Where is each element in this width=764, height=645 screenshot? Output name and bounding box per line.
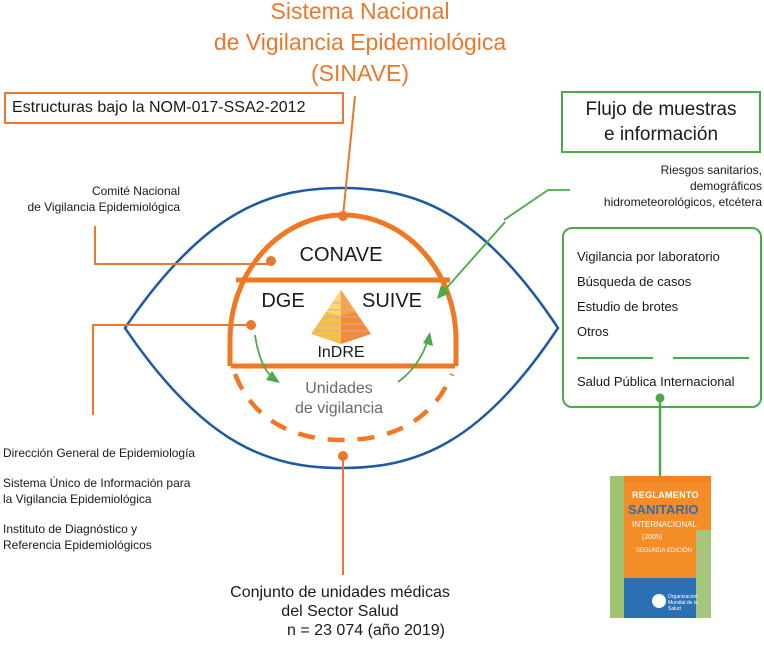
unidades-label-line2: de vigilancia — [295, 400, 383, 417]
dge-dot — [246, 320, 256, 330]
flow-arrowhead-right — [423, 332, 433, 346]
pyramid-icon — [311, 290, 371, 344]
conjunto-unidades-label: Conjunto de unidades médicas del Sector … — [200, 583, 480, 640]
comite-line2: de Vigilancia Epidemiológica — [27, 200, 180, 214]
indre-label: InDRE — [317, 344, 364, 361]
dge-institutions-list: Dirección General de Epidemiología Siste… — [3, 445, 253, 567]
reglamento-book-cover: REGLAMENTO SANITARIO INTERNACIONAL (2005… — [610, 476, 711, 618]
flujo-line2: e información — [603, 124, 719, 145]
divider-left — [577, 357, 653, 359]
item-vigilancia-laboratorio: Vigilancia por laboratorio — [577, 249, 720, 264]
book-line5: SEGUNDA EDICIÓN — [636, 548, 693, 554]
comite-dot — [266, 256, 276, 266]
book-brand-line1: Organización — [668, 594, 698, 600]
item-otros: Otros — [577, 324, 609, 339]
book-line4: (2005) — [642, 534, 663, 541]
flujo-box: Flujo de muestras e información — [561, 91, 761, 153]
green-box-dot — [655, 393, 665, 403]
sinave-dot — [338, 211, 348, 221]
item-estudio-brotes: Estudio de brotes — [577, 299, 679, 314]
flow-arrow-right — [397, 339, 429, 383]
riesgos-line1: Riesgos sanitarios, — [660, 163, 762, 177]
book-line3: INTERNACIONAL — [632, 520, 697, 529]
nom-structures-box: Estructuras bajo la NOM-017-SSA2-2012 — [4, 92, 344, 124]
dge-item-indre-line2: Referencia Epidemiológicos — [3, 538, 152, 552]
book-brand-line2: Mundial de la Salud — [668, 600, 698, 612]
book-line1: REGLAMENTO — [632, 490, 699, 500]
book-line2: SANITARIO — [628, 502, 699, 517]
book-brand: Organización Mundial de la Salud — [668, 594, 711, 612]
unidades-dashed-arc — [232, 373, 455, 443]
surveillance-types-box: Vigilancia por laboratorio Búsqueda de c… — [562, 227, 762, 408]
book-spine — [610, 476, 624, 618]
dge-item-dge-line1: Dirección General de Epidemiología — [3, 446, 196, 460]
book-leaf — [696, 530, 711, 618]
dge-item-indre-line1: Instituto de Diagnóstico y — [3, 522, 138, 536]
riesgos-line3: hidrometeorológicos, etcétera — [603, 195, 762, 209]
conjunto-line1: Conjunto de unidades médicas — [230, 584, 450, 601]
flow-arrowhead-inbound — [437, 285, 450, 299]
dge-label: DGE — [261, 290, 304, 312]
dge-connector — [92, 324, 250, 415]
comite-line1: Comité Nacional — [91, 184, 180, 198]
divider-right — [673, 357, 749, 359]
flow-arrow-inbound — [442, 221, 506, 293]
dge-item-sinave: Sistema Único de Información para la Vig… — [3, 475, 253, 507]
conjunto-line2: del Sector Salud — [281, 603, 399, 620]
flujo-line1: Flujo de muestras — [585, 99, 737, 120]
sinave-connector — [342, 95, 356, 217]
riesgos-connector — [503, 189, 570, 221]
dge-item-sinave-line2: la Vigilancia Epidemiológica — [3, 492, 152, 506]
dge-item-indre: Instituto de Diagnóstico y Referencia Ep… — [3, 521, 253, 553]
comite-label: Comité Nacional de Vigilancia Epidemioló… — [0, 183, 180, 215]
comite-connector — [94, 226, 271, 265]
eye-outline — [123, 186, 560, 470]
conjunto-line3: n = 23 074 (año 2019) — [287, 622, 445, 639]
item-salud-publica-internacional: Salud Pública Internacional — [577, 374, 735, 389]
sinave-title-line1: Sistema Nacional — [270, 0, 450, 24]
dge-item-dge: Dirección General de Epidemiología — [3, 445, 253, 461]
conave-label: CONAVE — [300, 244, 383, 266]
sinave-title: Sistema Nacional de Vigilancia Epidemiol… — [150, 0, 570, 89]
suive-label: SUIVE — [362, 290, 422, 312]
who-globe-icon — [652, 594, 666, 608]
sinave-title-line3: (SINAVE) — [311, 60, 409, 86]
dge-item-sinave-line1: Sistema Único de Información para — [3, 476, 191, 490]
riesgos-line2: demográficos — [689, 179, 762, 193]
conjunto-dot — [338, 451, 348, 461]
item-busqueda-casos: Búsqueda de casos — [577, 274, 692, 289]
unidades-label-line1: Unidades — [305, 380, 373, 397]
sinave-title-line2: de Vigilancia Epidemiológica — [213, 29, 507, 55]
flow-arrow-left — [254, 334, 273, 378]
riesgos-label: Riesgos sanitarios, demográficos hidrome… — [570, 162, 762, 210]
flow-arrowhead-left — [266, 371, 280, 383]
